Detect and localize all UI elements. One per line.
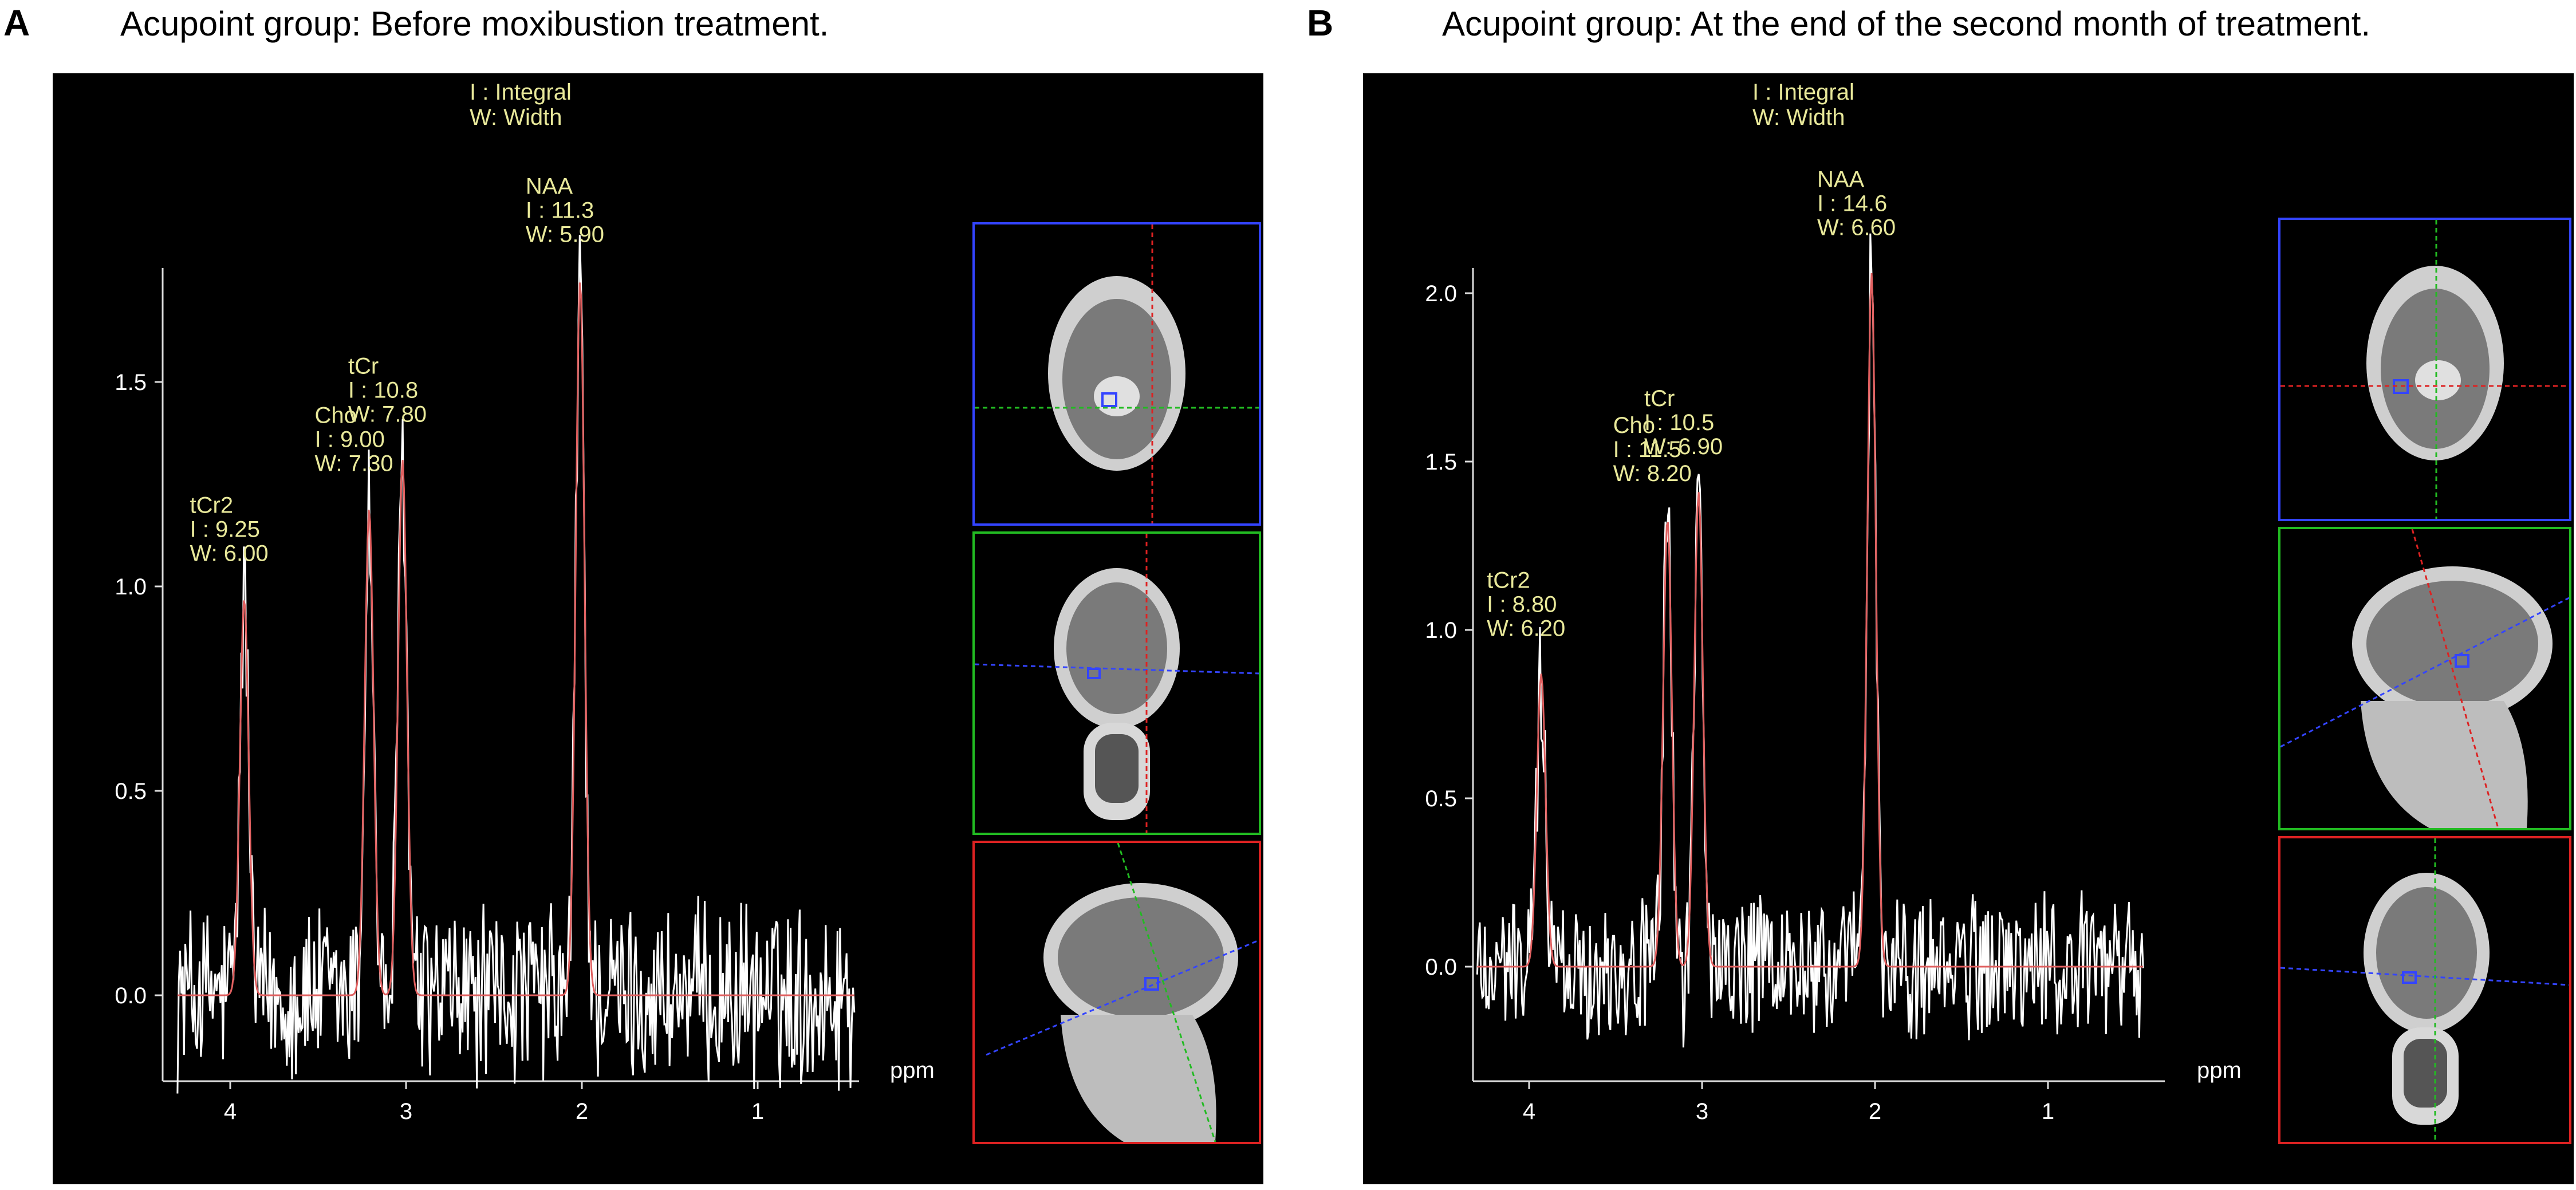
fitted-spectrum-line [177, 282, 854, 996]
y-tick-label: 2.0 [1425, 281, 1457, 306]
peak-label: W: 8.20 [1613, 461, 1692, 486]
peak-label: Cho [1613, 413, 1655, 438]
axial-brain-scan-icon [975, 224, 1259, 523]
x-tick-label: 4 [1523, 1099, 1535, 1124]
peak-label: Cho [315, 403, 357, 428]
legend-line: I : Integral [1752, 80, 1854, 105]
peak-label: W: 6.00 [190, 541, 269, 566]
y-tick-label: 1.5 [1425, 450, 1457, 475]
peak-label: I : 10.5 [1644, 410, 1714, 435]
coronal-brain-scan-icon [2280, 838, 2569, 1142]
peak-label: tCr2 [190, 492, 234, 518]
peak-label: I : 8.80 [1487, 592, 1557, 617]
x-tick-label: 1 [2042, 1099, 2054, 1124]
peak-label: tCr [348, 354, 379, 379]
panel-b-axial-thumbnail [2278, 218, 2571, 521]
peak-label: I : 14.6 [1817, 191, 1887, 216]
panel-a-axial-thumbnail [972, 222, 1261, 526]
panel-a-letter: A [3, 2, 30, 44]
panel-b-title: Acupoint group: At the end of the second… [1442, 5, 2371, 43]
x-tick-label: 4 [224, 1099, 237, 1124]
peak-label: tCr2 [1487, 568, 1530, 593]
y-tick-label: 0.5 [1425, 786, 1457, 811]
y-tick-label: 0.0 [1425, 955, 1457, 980]
fitted-spectrum-line [1477, 273, 2144, 968]
y-tick-label: 1.0 [1425, 618, 1457, 643]
peak-label: NAA [1817, 167, 1865, 192]
peak-label: W: 7.30 [315, 451, 393, 476]
x-tick-label: 1 [751, 1099, 764, 1124]
x-axis-label: ppm [2197, 1058, 2242, 1083]
x-tick-label: 2 [1869, 1099, 1881, 1124]
panel-a-title: Acupoint group: Before moxibustion treat… [120, 5, 829, 43]
peak-label: W: 5.90 [526, 222, 604, 247]
peak-label: tCr [1644, 386, 1675, 411]
y-tick-label: 0.5 [115, 779, 147, 804]
peak-label: NAA [526, 174, 573, 199]
y-tick-label: 1.5 [115, 370, 147, 395]
peak-label: I : 10.8 [348, 378, 418, 403]
sagittal-brain-scan-icon [2280, 529, 2569, 828]
peak-label: W: 6.20 [1487, 616, 1565, 641]
peak-label: W: 6.60 [1817, 215, 1896, 241]
peak-label: I : 9.25 [190, 517, 260, 542]
panel-b-letter: B [1307, 2, 1334, 44]
panel-b-coronal-thumbnail [2278, 836, 2571, 1144]
coronal-brain-scan-icon [975, 534, 1259, 833]
legend-line: W: Width [1752, 105, 1845, 130]
panel-b-sagittal-thumbnail [2278, 527, 2571, 830]
x-axis-label: ppm [890, 1058, 935, 1083]
x-tick-label: 2 [576, 1099, 588, 1124]
x-tick-label: 3 [1696, 1099, 1708, 1124]
legend-line: I : Integral [470, 80, 572, 105]
measured-spectrum-line [1476, 233, 2144, 1048]
x-tick-label: 3 [400, 1099, 412, 1124]
y-tick-label: 0.0 [115, 983, 147, 1008]
y-tick-label: 1.0 [115, 574, 147, 600]
peak-label: I : 9.00 [315, 427, 385, 452]
peak-label: I : 11.5 [1613, 437, 1681, 462]
panel-a-coronal-thumbnail [972, 531, 1261, 835]
peak-label: W: 7.80 [348, 402, 427, 427]
panel-a-sagittal-thumbnail [972, 841, 1261, 1144]
peak-label: W: 6.90 [1644, 434, 1723, 459]
axial-brain-scan-icon [2280, 220, 2569, 519]
measured-spectrum-line [176, 235, 856, 1094]
legend-line: W: Width [470, 105, 562, 130]
peak-label: I : 11.3 [526, 198, 594, 223]
sagittal-brain-scan-icon [986, 843, 1259, 1142]
